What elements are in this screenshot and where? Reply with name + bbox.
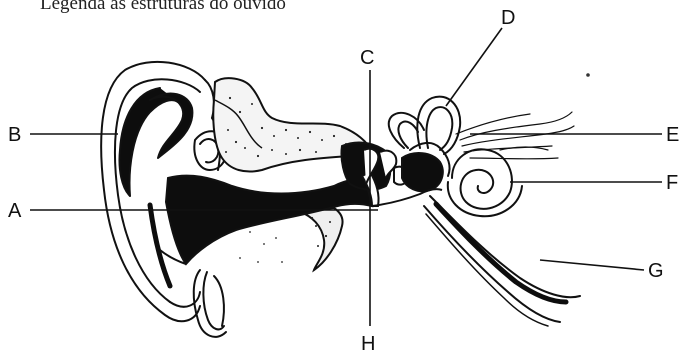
label-c: C bbox=[360, 47, 374, 69]
label-a: A bbox=[8, 200, 22, 222]
inner-ear bbox=[389, 97, 574, 217]
label-d: D bbox=[501, 7, 515, 29]
leader-line-g bbox=[540, 260, 644, 270]
stray-mark bbox=[586, 73, 590, 77]
header-fragment-text: Legenda as estruturas do ouvido bbox=[40, 0, 286, 14]
header-fragment: Legenda as estruturas do ouvido bbox=[40, 0, 286, 14]
label-h: H bbox=[361, 333, 375, 355]
label-e: E bbox=[666, 124, 679, 146]
leader-line-d bbox=[446, 28, 502, 106]
label-f: F bbox=[666, 172, 678, 194]
label-g: G bbox=[648, 260, 664, 282]
label-b: B bbox=[8, 124, 21, 146]
